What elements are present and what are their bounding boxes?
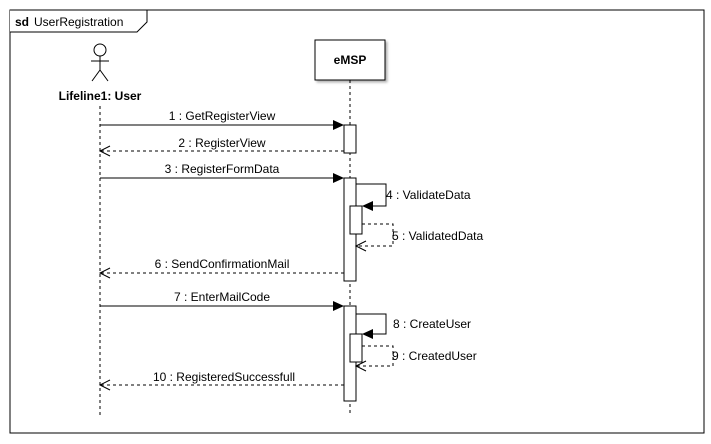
message-9-label: 9 : CreatedUser — [392, 349, 477, 363]
message-2-label: 2 : RegisterView — [178, 136, 265, 150]
message-10: 10 : RegisteredSuccessfull — [98, 370, 344, 391]
message-1: 1 : GetRegisterView — [100, 109, 344, 130]
message-5: 5 : ValidatedData — [354, 223, 483, 252]
message-6: 6 : SendConfirmationMail — [98, 257, 344, 279]
activation-bar-3-nested — [349, 333, 363, 363]
message-3: 3 : RegisterFormData — [100, 162, 344, 183]
message-10-label: 10 : RegisteredSuccessfull — [153, 370, 295, 384]
message-7: 7 : EnterMailCode — [100, 290, 344, 311]
message-4-label: 4 : ValidateData — [386, 188, 471, 202]
message-8-label: 8 : CreateUser — [393, 317, 471, 331]
activation-bar-1 — [343, 124, 357, 154]
user-actor-icon — [91, 43, 109, 82]
frame-keyword: sd — [15, 15, 29, 29]
message-2: 2 : RegisterView — [98, 136, 344, 157]
user-lifeline-label: Lifeline1: User — [59, 89, 142, 103]
diagram-frame — [9, 9, 705, 434]
message-9: 9 : CreatedUser — [354, 345, 477, 372]
message-5-label: 5 : ValidatedData — [392, 229, 483, 243]
emsp-lifeline-label: eMSP — [334, 53, 367, 67]
message-8: 8 : CreateUser — [356, 313, 471, 339]
message-7-label: 7 : EnterMailCode — [174, 290, 270, 304]
message-3-label: 3 : RegisterFormData — [165, 162, 280, 176]
message-1-label: 1 : GetRegisterView — [169, 109, 276, 123]
frame-tab — [10, 9, 148, 33]
frame-title: UserRegistration — [34, 15, 123, 29]
activation-bar-2-nested — [349, 205, 363, 235]
message-4: 4 : ValidateData — [356, 183, 471, 211]
message-6-label: 6 : SendConfirmationMail — [155, 257, 290, 271]
